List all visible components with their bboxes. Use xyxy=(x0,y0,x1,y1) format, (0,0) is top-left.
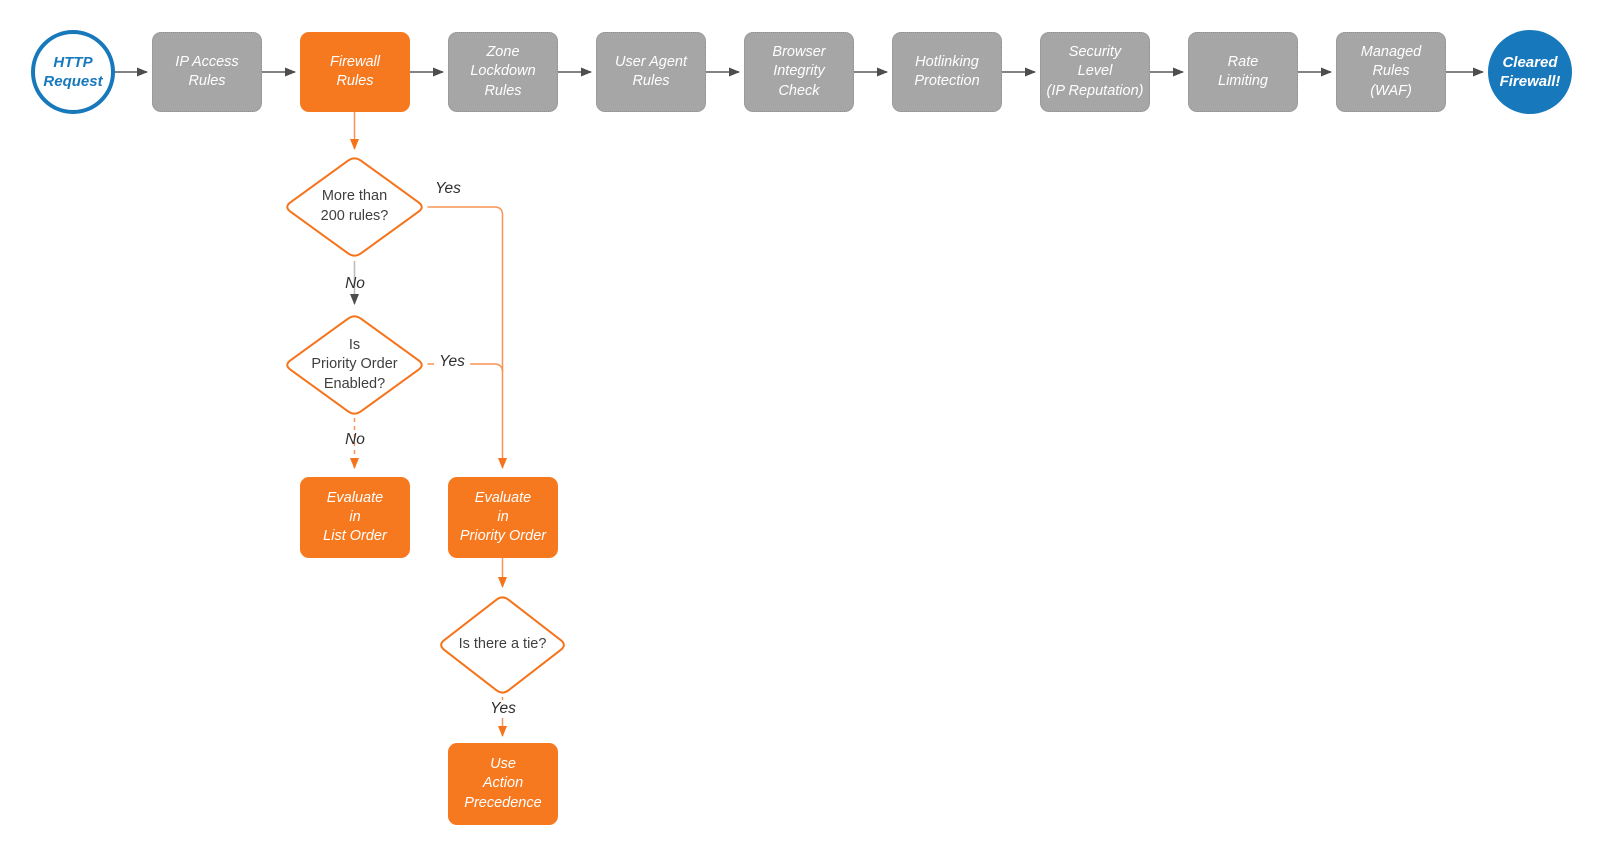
node-label: Rate Limiting xyxy=(1218,53,1268,89)
node-label: Hotlinking Protection xyxy=(914,53,980,89)
edge-label-no-2: No xyxy=(345,431,365,448)
edge-label-yes-3: Yes xyxy=(485,700,521,718)
diamond-shape xyxy=(286,157,423,257)
node-user-agent-rules: User Agent Rules xyxy=(596,32,706,112)
edge-label-no-1: No xyxy=(345,275,365,292)
node-label: User Agent Rules xyxy=(615,53,687,89)
node-label: IP Access Rules xyxy=(175,53,239,89)
decision-label: Is Priority Order Enabled? xyxy=(311,336,398,392)
edge-decision2-yes xyxy=(427,363,504,373)
decision-label: More than 200 rules? xyxy=(320,188,389,224)
node-label: Browser Integrity Check xyxy=(772,44,826,99)
node-label: Firewall Rules xyxy=(330,53,380,89)
node-ip-access-rules: IP Access Rules xyxy=(152,32,262,112)
node-label: Security Level (IP Reputation) xyxy=(1046,44,1144,99)
node-managed-rules-waf: Managed Rules (WAF) xyxy=(1336,32,1446,112)
node-zone-lockdown-rules: Zone Lockdown Rules xyxy=(448,32,558,112)
decision-label: Is there a tie? xyxy=(458,636,547,653)
decision-priority-order-enabled: Is Priority Order Enabled? xyxy=(282,312,427,418)
decision-is-there-a-tie: Is there a tie? xyxy=(436,593,569,697)
node-label: HTTP Request xyxy=(43,53,103,91)
edge-decision1-yes xyxy=(427,206,507,469)
node-hotlinking-protection: Hotlinking Protection xyxy=(892,32,1002,112)
node-evaluate-priority-order: Evaluate in Priority Order xyxy=(448,477,558,558)
node-http-request: HTTP Request xyxy=(31,30,115,114)
node-rate-limiting: Rate Limiting xyxy=(1188,32,1298,112)
node-label: Zone Lockdown Rules xyxy=(470,44,536,99)
node-firewall-rules: Firewall Rules xyxy=(300,32,410,112)
diamond-shape xyxy=(286,315,423,415)
edge-label-yes-1: Yes xyxy=(435,180,461,197)
node-cleared-firewall: Cleared Firewall! xyxy=(1488,30,1572,114)
node-security-level: Security Level (IP Reputation) xyxy=(1040,32,1150,112)
node-label: Managed Rules (WAF) xyxy=(1360,44,1422,99)
node-browser-integrity-check: Browser Integrity Check xyxy=(744,32,854,112)
diamond-shape xyxy=(440,596,565,694)
node-use-action-precedence: Use Action Precedence xyxy=(448,743,558,825)
edge-label-yes-2: Yes xyxy=(434,353,470,371)
node-label: Use Action Precedence xyxy=(464,756,542,811)
node-evaluate-list-order: Evaluate in List Order xyxy=(300,477,410,558)
node-label: Evaluate in Priority Order xyxy=(459,489,547,545)
decision-more-than-200-rules: More than 200 rules? xyxy=(282,154,427,260)
node-label: Evaluate in List Order xyxy=(323,489,387,545)
node-label: Cleared Firewall! xyxy=(1499,53,1561,91)
